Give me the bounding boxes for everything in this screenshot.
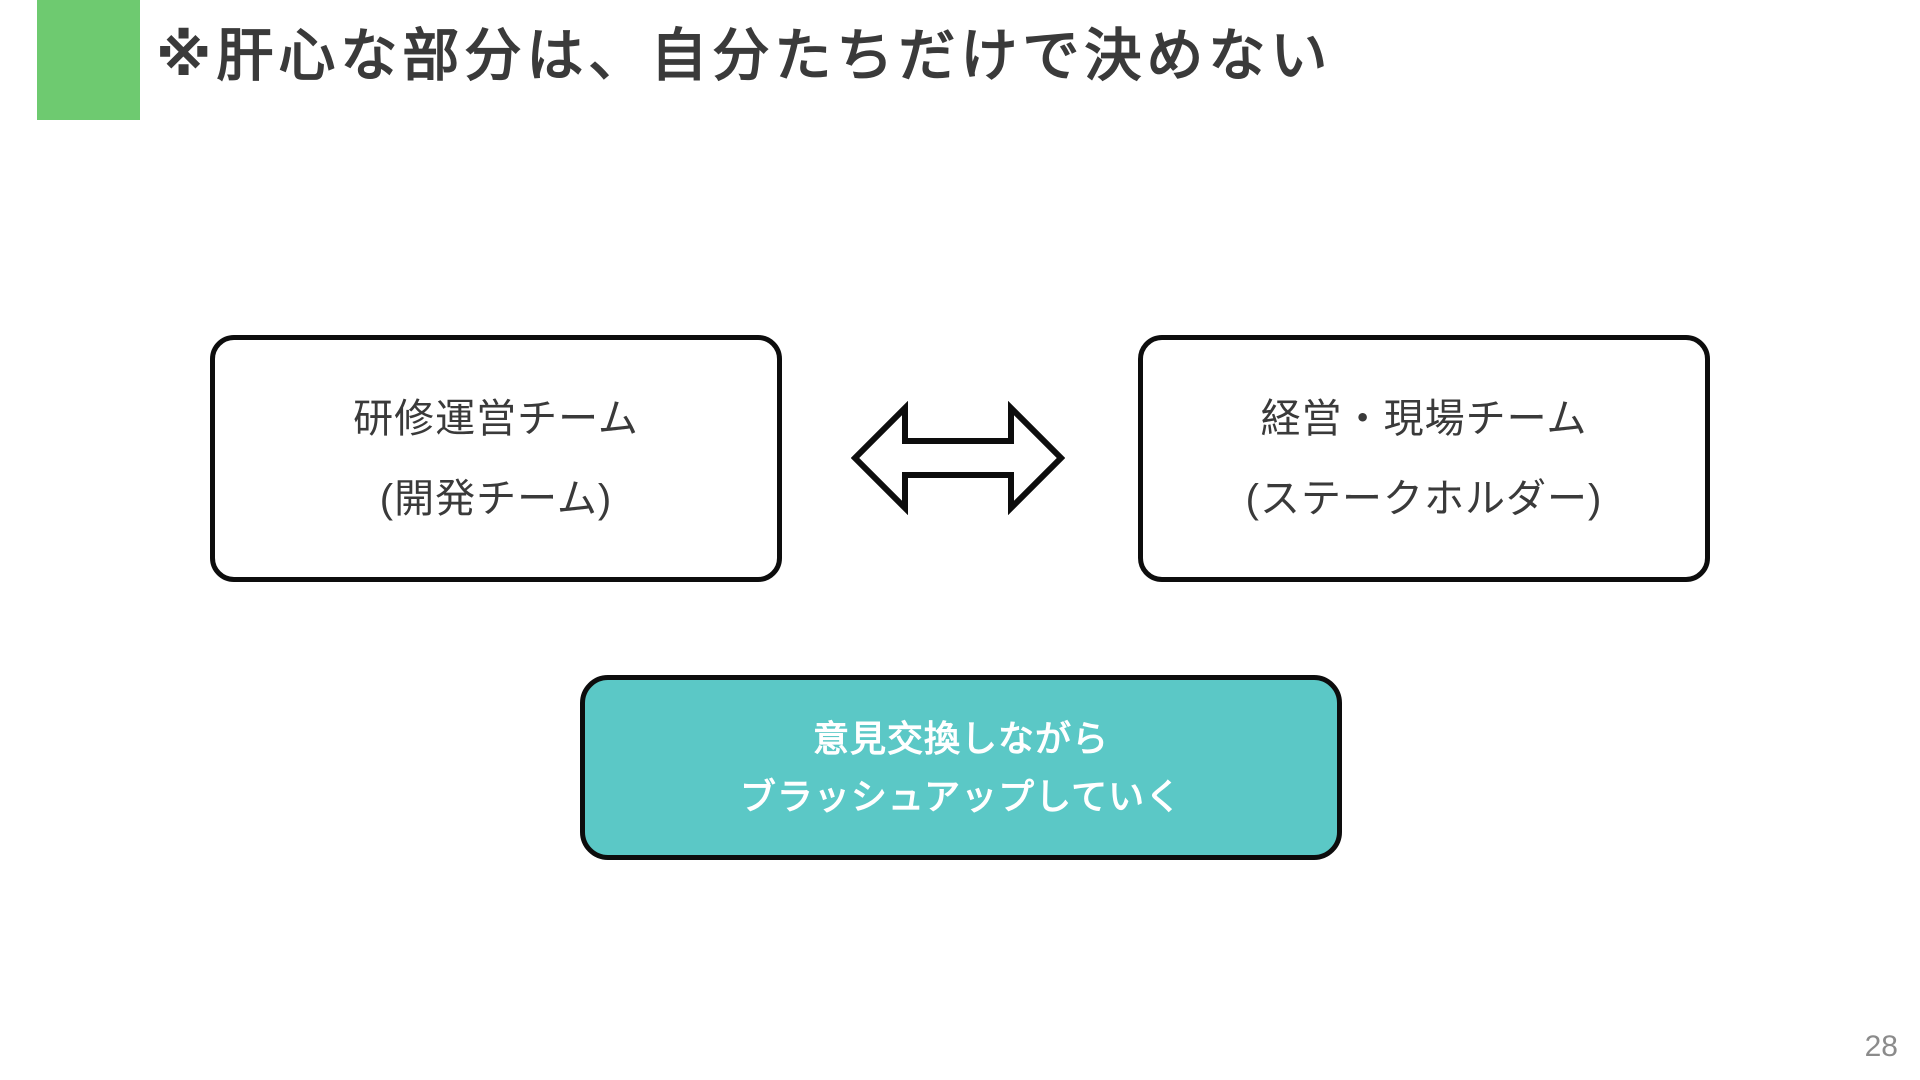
right-team-box-line2: (ステークホルダー) xyxy=(1245,476,1603,521)
right-team-box: 経営・現場チーム (ステークホルダー) xyxy=(1138,335,1710,582)
right-team-box-line1: 経営・現場チーム xyxy=(1260,396,1588,441)
left-team-box: 研修運営チーム (開発チーム) xyxy=(210,335,782,582)
left-team-box-line2: (開発チーム) xyxy=(379,476,613,521)
page-number: 28 xyxy=(1864,1030,1898,1063)
brushup-callout-line1: 意見交換しながら xyxy=(812,717,1109,759)
slide-title: ※肝心な部分は、自分たちだけで決めない xyxy=(156,24,1333,88)
title-accent-block xyxy=(37,0,140,120)
left-team-box-line1: 研修運営チーム xyxy=(353,396,639,441)
brushup-callout-box: 意見交換しながら ブラッシュアップしていく xyxy=(580,675,1342,860)
double-arrow-icon xyxy=(851,401,1065,515)
brushup-callout-line2: ブラッシュアップしていく xyxy=(739,775,1183,817)
